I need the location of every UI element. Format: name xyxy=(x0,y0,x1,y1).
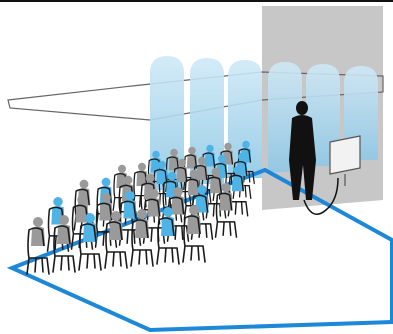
audience-seating xyxy=(27,141,254,274)
seated-person-icon xyxy=(27,217,49,274)
seated-person-icon xyxy=(183,205,205,262)
speaker-head xyxy=(296,101,308,115)
